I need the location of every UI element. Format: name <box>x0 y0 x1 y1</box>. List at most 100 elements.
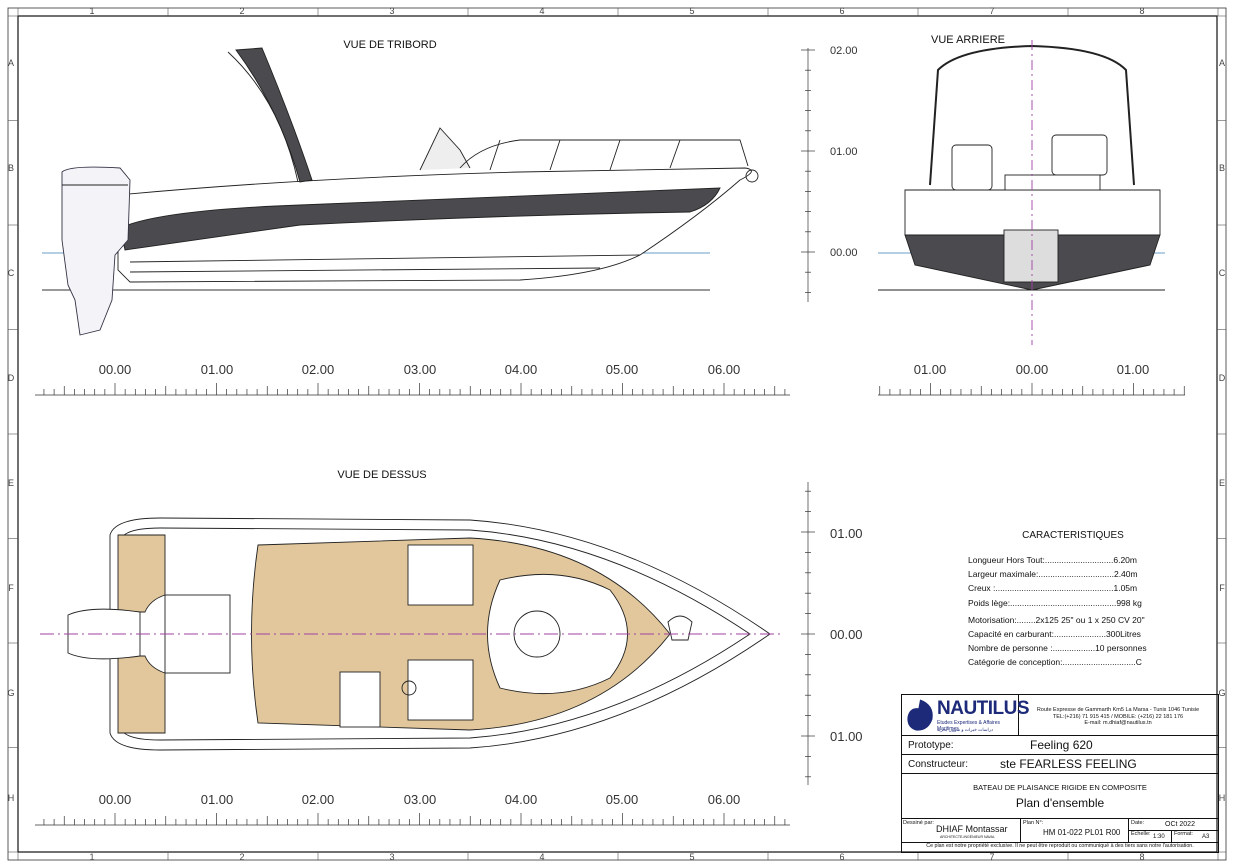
grid-col-label: 5 <box>689 6 694 16</box>
top-hscale-label: 01.00 <box>201 792 234 807</box>
grid-row-label: E <box>1219 478 1225 488</box>
outboard-motor <box>61 166 131 336</box>
grid-row-label: B <box>8 163 14 173</box>
rail <box>459 139 749 169</box>
plan-no: HM 01-022 PL01 R00 <box>1043 828 1121 837</box>
stanchion <box>669 139 681 169</box>
format-label: Format: <box>1174 831 1193 837</box>
side-hscale-label: 02.00 <box>302 362 335 377</box>
grid-col-label: 3 <box>389 852 394 862</box>
grid-col-label: 8 <box>1139 852 1144 862</box>
side-vscale-label: 00.00 <box>830 247 858 259</box>
prototype-value: Feeling 620 <box>1030 738 1093 752</box>
grid-row-label: H <box>8 793 15 803</box>
outboard-top <box>67 608 141 660</box>
side-hscale-label: 04.00 <box>505 362 538 377</box>
console-rear <box>1051 134 1108 176</box>
grid-row-label: D <box>1219 373 1226 383</box>
info-row: Dessiné par: DHIAF Montassar ARCHITECTE-… <box>902 819 1218 843</box>
description-row: BATEAU DE PLAISANCE RIGIDE EN COMPOSITE … <box>902 774 1218 819</box>
grid-row-label: G <box>7 688 14 698</box>
engine-bracket <box>1003 229 1059 283</box>
top-vscale-label: 01.00 <box>830 729 863 744</box>
side-vscale-label: 01.00 <box>830 146 858 158</box>
stanchion <box>549 139 561 171</box>
side-view-drawing <box>42 47 759 336</box>
grid-col-label: 7 <box>989 852 994 862</box>
constructeur-value: ste FEARLESS FEELING <box>1000 757 1137 771</box>
grid-col-label: 4 <box>539 852 544 862</box>
side-hscale-label: 03.00 <box>404 362 437 377</box>
grid-row-label: C <box>1219 268 1226 278</box>
side-horizontal-scale <box>35 383 790 396</box>
grid-col-label: 6 <box>839 6 844 16</box>
bow-roller <box>745 169 759 183</box>
grid-col-label: 8 <box>1139 6 1144 16</box>
grid-col-label: 1 <box>89 852 94 862</box>
grid-col-label: 6 <box>839 852 844 862</box>
top-vertical-scale <box>801 482 815 785</box>
address-line: Route Expresse de Gammarth Km5 La Marsa … <box>1036 707 1200 713</box>
constructeur-row: Constructeur: ste FEARLESS FEELING <box>902 755 1218 774</box>
rear-hscale-label: 00.00 <box>1016 362 1049 377</box>
grid-row-label: G <box>1218 688 1225 698</box>
spec-row: Catégorie de conception:................… <box>968 657 1142 668</box>
hull-stripe <box>119 187 721 251</box>
side-hscale-label: 06.00 <box>708 362 741 377</box>
grid-col-label: 3 <box>389 6 394 16</box>
helm-seat <box>339 671 381 728</box>
top-view-title: VUE DE DESSUS <box>337 469 426 481</box>
side-vscale-label: 02.00 <box>830 45 858 57</box>
prototype-row: Prototype: Feeling 620 <box>902 736 1218 755</box>
transom <box>904 189 1161 236</box>
spec-row: Longueur Hors Tout:.....................… <box>968 555 1137 565</box>
drawn-by-role: ARCHITECTE-INGÉNIEUR NAVAL <box>940 835 995 839</box>
grid-labels: 1 2 3 4 5 6 7 8 1 2 3 4 5 6 7 8 A B C D … <box>7 6 1225 862</box>
grid-row-label: C <box>8 268 15 278</box>
drawn-by: DHIAF Montassar <box>936 824 1008 834</box>
rear-view-drawing <box>878 40 1165 345</box>
disclaimer: Ce plan est notre propriété exclusive. I… <box>926 843 1194 849</box>
plan-title: Plan d'ensemble <box>1015 796 1105 810</box>
top-hscale-label: 04.00 <box>505 792 538 807</box>
rear-seat <box>951 144 993 191</box>
grid-col-label: 4 <box>539 6 544 16</box>
grid-row-label: F <box>1219 583 1225 593</box>
stanchion <box>489 139 501 171</box>
grid-row-label: E <box>8 478 14 488</box>
side-hscale-label: 00.00 <box>99 362 132 377</box>
top-hscale-label: 00.00 <box>99 792 132 807</box>
bench <box>1004 174 1101 191</box>
title-block-header: NAUTILUS Etudes Expertises & Affaires Ma… <box>902 695 1218 736</box>
grid-col-label: 1 <box>89 6 94 16</box>
strake-line <box>129 267 601 273</box>
spec-row: Capacité en carburant:..................… <box>968 628 1141 639</box>
grid-col-label: 2 <box>239 852 244 862</box>
logo-arabic: دراسات خبرات و شؤون بحرية <box>937 727 993 732</box>
t-top-arch <box>235 47 313 183</box>
logo-subtitle: Etudes Expertises & Affaires Maritimes <box>937 720 1000 732</box>
top-hscale-label: 03.00 <box>404 792 437 807</box>
phone-line: TEL:(+216) 71 915 415 / MOBILE: (+216) 2… <box>1052 713 1184 720</box>
top-hscale-label: 05.00 <box>606 792 639 807</box>
grid-row-label: A <box>8 58 14 68</box>
swim-platform-deck <box>117 655 166 734</box>
rear-hscale-label: 01.00 <box>1117 362 1150 377</box>
scale-label: Echelle: <box>1131 831 1151 837</box>
spec-row: Motorisation:........2x125 25" ou 1 x 25… <box>968 614 1145 625</box>
console-cover <box>419 127 471 171</box>
description: BATEAU DE PLAISANCE RIGIDE EN COMPOSITE <box>973 783 1147 792</box>
top-horizontal-scale <box>35 813 790 826</box>
plan-no-label: Plan N°: <box>1023 820 1044 826</box>
console-top <box>407 544 474 606</box>
nautilus-shell-icon <box>907 699 933 731</box>
title-block: NAUTILUS Etudes Expertises & Affaires Ma… <box>901 694 1219 853</box>
top-vscale-label: 00.00 <box>830 627 863 642</box>
grid-row-label: F <box>8 583 14 593</box>
address: Route Expresse de Gammarth Km5 La Marsa … <box>1020 707 1216 727</box>
spec-row: Largeur maximale:.......................… <box>968 569 1138 580</box>
helm-top <box>407 659 474 721</box>
top-vscale-label: 01.00 <box>830 526 863 541</box>
t-top-frame <box>227 51 299 183</box>
